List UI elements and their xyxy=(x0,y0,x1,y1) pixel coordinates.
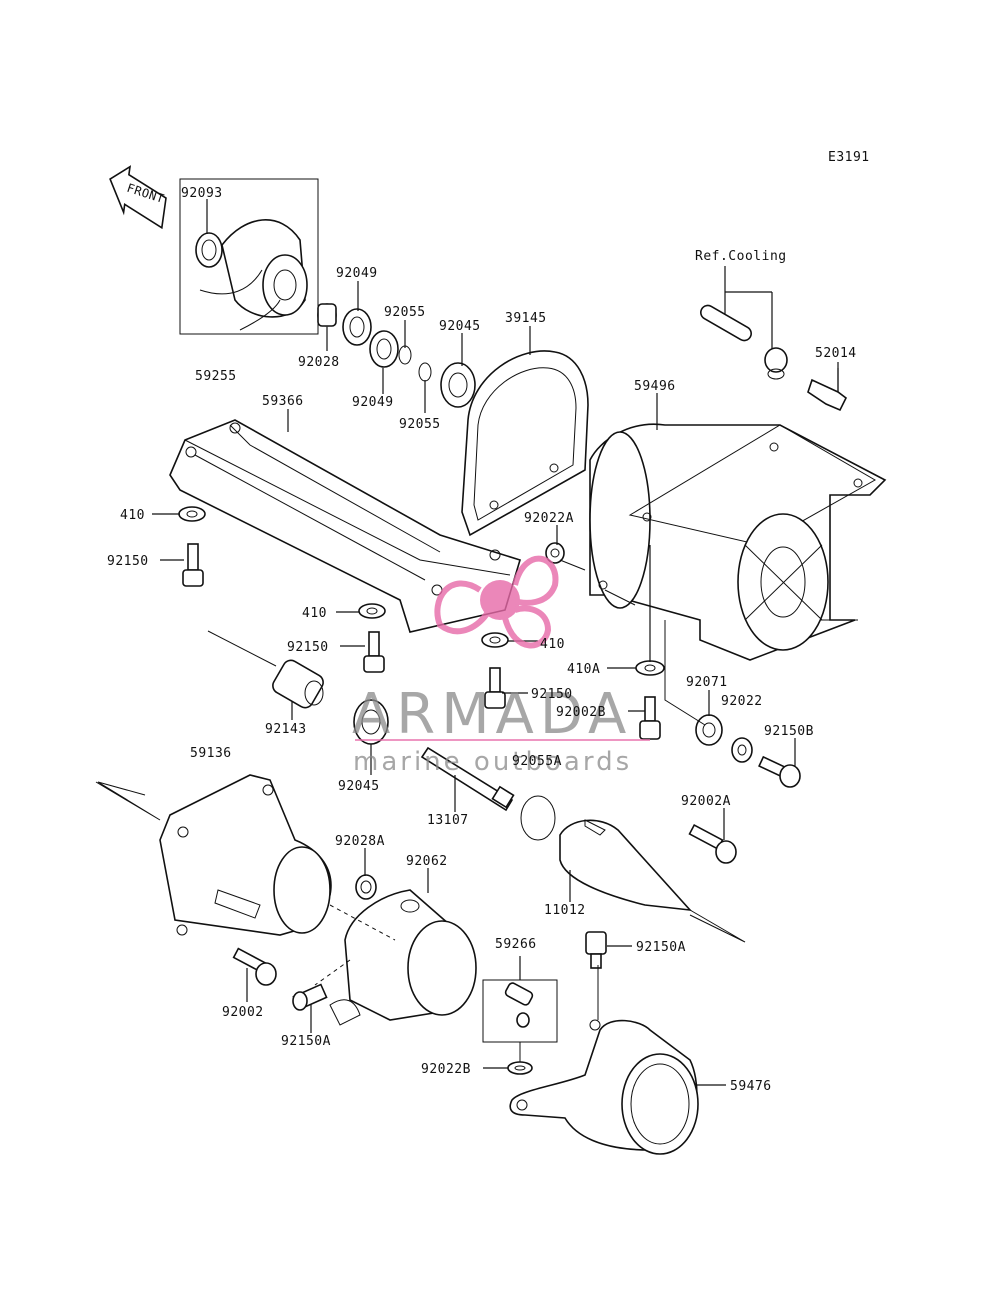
label-92150A-b: 92150A xyxy=(281,1034,331,1049)
label-92055-a: 92055 xyxy=(384,305,426,320)
grease-fitting-59266 xyxy=(482,979,558,1043)
label-410-a: 410 xyxy=(120,508,145,523)
cover-39145 xyxy=(461,350,589,537)
armada-logo xyxy=(434,555,559,649)
watermark-divider xyxy=(355,739,650,741)
washer-410-b xyxy=(358,603,386,619)
label-92049-a: 92049 xyxy=(336,266,378,281)
label-39145: 39145 xyxy=(505,311,547,326)
label-92071: 92071 xyxy=(686,675,728,690)
label-92022B: 92022B xyxy=(421,1062,471,1077)
label-59266: 59266 xyxy=(495,937,537,952)
bushing-92028 xyxy=(317,303,337,327)
label-92028A: 92028A xyxy=(335,834,385,849)
bolt-92150B xyxy=(758,755,801,788)
o-ring-92055-b xyxy=(418,362,432,382)
label-92045-a: 92045 xyxy=(439,319,481,334)
label-59496: 59496 xyxy=(634,379,676,394)
oil-seal-92049-a xyxy=(342,308,372,346)
label-92028: 92028 xyxy=(298,355,340,370)
label-92150-c: 92150 xyxy=(531,687,573,702)
label-92055-b: 92055 xyxy=(399,417,441,432)
label-92022A: 92022A xyxy=(524,511,574,526)
label-59366: 59366 xyxy=(262,394,304,409)
washer-92022 xyxy=(731,737,753,763)
nozzle-92062 xyxy=(329,889,477,1026)
elbow-fitting-52014 xyxy=(807,368,848,412)
watermark-brand: ARMADA xyxy=(352,682,632,747)
ref-cooling-note: Ref.Cooling xyxy=(695,249,787,264)
label-92150B: 92150B xyxy=(764,724,814,739)
label-92022: 92022 xyxy=(721,694,763,709)
washer-92022A xyxy=(545,542,565,564)
o-ring-92055-a xyxy=(398,345,412,365)
cooling-hose-parts xyxy=(700,266,788,380)
label-92143: 92143 xyxy=(265,722,307,737)
label-92002A: 92002A xyxy=(681,794,731,809)
label-13107: 13107 xyxy=(427,813,469,828)
leader-lines xyxy=(152,199,839,1086)
label-92150A: 92150A xyxy=(636,940,686,955)
label-410-b: 410 xyxy=(302,606,327,621)
label-92062: 92062 xyxy=(406,854,448,869)
label-410A: 410A xyxy=(567,662,600,677)
nozzle-59136 xyxy=(159,774,332,936)
rubber-92071 xyxy=(695,714,723,746)
shaft-13107 xyxy=(420,746,515,812)
impeller-assembly xyxy=(179,178,319,335)
label-59476: 59476 xyxy=(730,1079,772,1094)
washer-92022B xyxy=(507,1061,533,1075)
bearing-92045-a xyxy=(440,362,476,408)
front-arrow-icon: FRONT xyxy=(109,165,167,230)
label-52014: 52014 xyxy=(815,346,857,361)
pump-case-59496 xyxy=(589,423,887,661)
o-ring-92055A xyxy=(520,795,556,841)
washer-410-a xyxy=(178,506,206,522)
label-92002: 92002 xyxy=(222,1005,264,1020)
label-92150-a: 92150 xyxy=(107,554,149,569)
oil-seal-92049-b xyxy=(369,330,399,368)
bolt-92002B xyxy=(639,696,661,740)
bolt-92150-a xyxy=(182,543,204,587)
label-59255: 59255 xyxy=(195,369,237,384)
label-92150-b: 92150 xyxy=(287,640,329,655)
label-92093: 92093 xyxy=(181,186,223,201)
bolt-92150A xyxy=(585,931,607,969)
label-92055A: 92055A xyxy=(512,754,562,769)
label-410-c: 410 xyxy=(540,637,565,652)
logo-hub xyxy=(480,580,520,620)
label-92045-b: 92045 xyxy=(338,779,380,794)
reverse-bucket-59476 xyxy=(509,1019,699,1155)
bolt-92002 xyxy=(232,947,277,986)
bolt-92150A-b xyxy=(292,983,328,1011)
washer-410-c xyxy=(481,632,509,648)
cap-11012 xyxy=(559,819,693,912)
collar-92143 xyxy=(272,659,324,709)
washer-410A xyxy=(635,660,665,676)
diagram-code: E3191 xyxy=(828,150,870,165)
label-11012: 11012 xyxy=(544,903,586,918)
label-92002B: 92002B xyxy=(556,705,606,720)
label-92049-b: 92049 xyxy=(352,395,394,410)
bolt-92150-b xyxy=(363,631,385,673)
collar-92028A xyxy=(355,874,377,900)
label-59136: 59136 xyxy=(190,746,232,761)
assembly-guide-lines xyxy=(95,559,858,1062)
bolt-92002A xyxy=(688,823,737,864)
watermark-tagline: marine outboards xyxy=(353,747,632,777)
bolt-92150-c xyxy=(484,667,506,709)
